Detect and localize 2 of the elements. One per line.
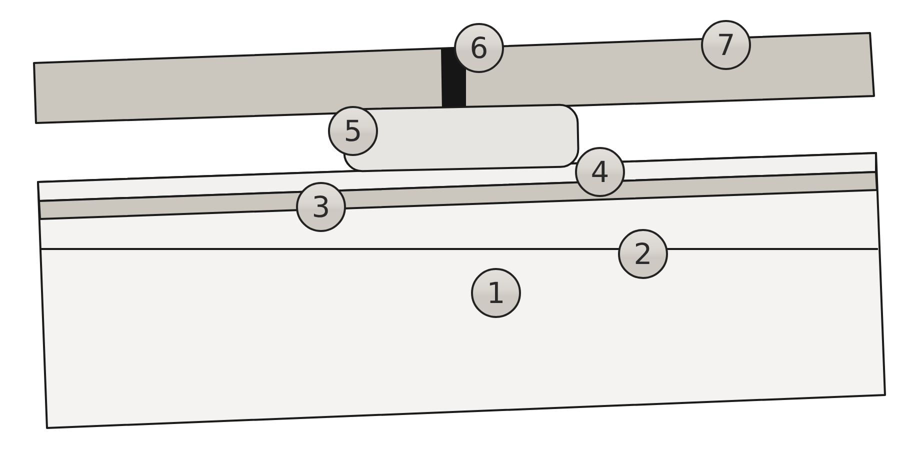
callout-number: 7 bbox=[701, 20, 751, 70]
callout-number: 6 bbox=[454, 23, 504, 73]
